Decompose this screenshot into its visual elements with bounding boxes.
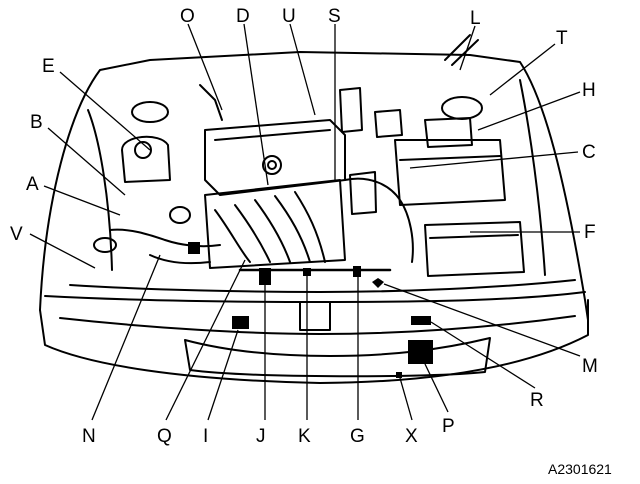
strut-tower-right xyxy=(441,96,483,120)
inner-fender-left xyxy=(87,109,113,271)
leader-n xyxy=(91,254,161,421)
leader-a xyxy=(43,185,121,216)
label-p: P xyxy=(442,416,455,437)
label-h: H xyxy=(582,80,596,101)
callout-labels: O D U S L T H C F E B A V N Q I J K G X … xyxy=(10,6,598,447)
marker-x xyxy=(396,372,402,378)
hood-hinge-right xyxy=(444,34,479,66)
label-l: L xyxy=(470,8,481,29)
battery-top xyxy=(429,234,519,239)
marker-o-clip xyxy=(188,242,200,254)
leader-r xyxy=(430,321,536,389)
label-s: S xyxy=(328,6,341,27)
leader-l xyxy=(459,25,476,71)
leader-lines xyxy=(29,23,581,421)
leader-o xyxy=(187,23,223,111)
engine-block-lower xyxy=(204,179,346,269)
leader-e xyxy=(59,71,151,151)
power-steering-reservoir xyxy=(424,117,473,148)
leader-p xyxy=(424,363,449,413)
coolant-cap xyxy=(134,141,152,159)
marker-p xyxy=(408,340,433,364)
grille-recess xyxy=(184,337,491,378)
label-d: D xyxy=(236,6,250,27)
oil-filler-cap-inner xyxy=(267,160,277,170)
cam-cover-top xyxy=(214,129,331,141)
label-o: O xyxy=(180,6,195,27)
relay-box xyxy=(339,87,363,133)
label-j: J xyxy=(256,426,266,447)
fuse-box xyxy=(349,171,377,215)
engine-compartment-drawing xyxy=(39,34,589,384)
radiator-top-bar xyxy=(69,279,576,293)
label-m: M xyxy=(582,356,598,377)
label-r: R xyxy=(530,390,544,411)
leader-b xyxy=(47,127,126,196)
label-e: E xyxy=(42,56,55,77)
marker-g xyxy=(353,266,361,277)
label-a: A xyxy=(26,174,39,195)
marker-j xyxy=(259,268,271,285)
leader-u xyxy=(289,23,316,116)
leader-c xyxy=(409,151,579,169)
label-c: C xyxy=(582,142,596,163)
marker-m xyxy=(372,278,384,288)
oil-filler-cap xyxy=(262,155,282,175)
oil-dipstick-area xyxy=(169,206,191,224)
label-x: X xyxy=(405,426,418,447)
leader-m xyxy=(383,283,581,357)
air-filter-box xyxy=(394,139,506,206)
leader-i xyxy=(207,329,239,421)
label-f: F xyxy=(584,222,596,243)
intake-manifold-runners xyxy=(214,191,326,263)
label-v: V xyxy=(10,224,23,245)
marker-k xyxy=(303,268,311,276)
label-q: Q xyxy=(157,426,172,447)
label-n: N xyxy=(82,426,96,447)
leader-t xyxy=(489,43,556,96)
left-hose xyxy=(109,228,221,248)
leader-q xyxy=(165,259,246,421)
radiator-support-upper xyxy=(44,291,586,303)
label-b: B xyxy=(30,112,43,133)
label-u: U xyxy=(282,6,296,27)
brake-fluid-reservoir xyxy=(374,109,403,138)
label-i: I xyxy=(203,426,208,447)
leader-d xyxy=(243,23,269,186)
air-intake-tube xyxy=(344,177,414,263)
inner-fender-right xyxy=(519,79,546,276)
radiator-support-lower xyxy=(59,315,576,335)
front-bumper xyxy=(39,299,589,384)
label-g: G xyxy=(350,426,365,447)
center-latch xyxy=(299,301,331,331)
label-t: T xyxy=(556,28,568,49)
hood-hinge-left xyxy=(199,84,223,121)
leader-v xyxy=(29,233,96,269)
strut-tower-left xyxy=(131,101,169,123)
hood-opening-outline xyxy=(39,51,589,321)
label-k: K xyxy=(298,426,311,447)
air-filter-lid xyxy=(399,155,501,161)
marker-i xyxy=(232,316,249,329)
component-markers xyxy=(188,242,433,378)
battery xyxy=(424,221,525,277)
leader-x xyxy=(399,377,413,421)
leader-h xyxy=(477,91,581,131)
marker-r xyxy=(411,316,431,325)
washer-reservoir-cap xyxy=(93,237,117,253)
figure-code: A2301621 xyxy=(548,461,612,477)
coolant-reservoir xyxy=(121,135,171,183)
left-hose-2 xyxy=(149,254,211,265)
